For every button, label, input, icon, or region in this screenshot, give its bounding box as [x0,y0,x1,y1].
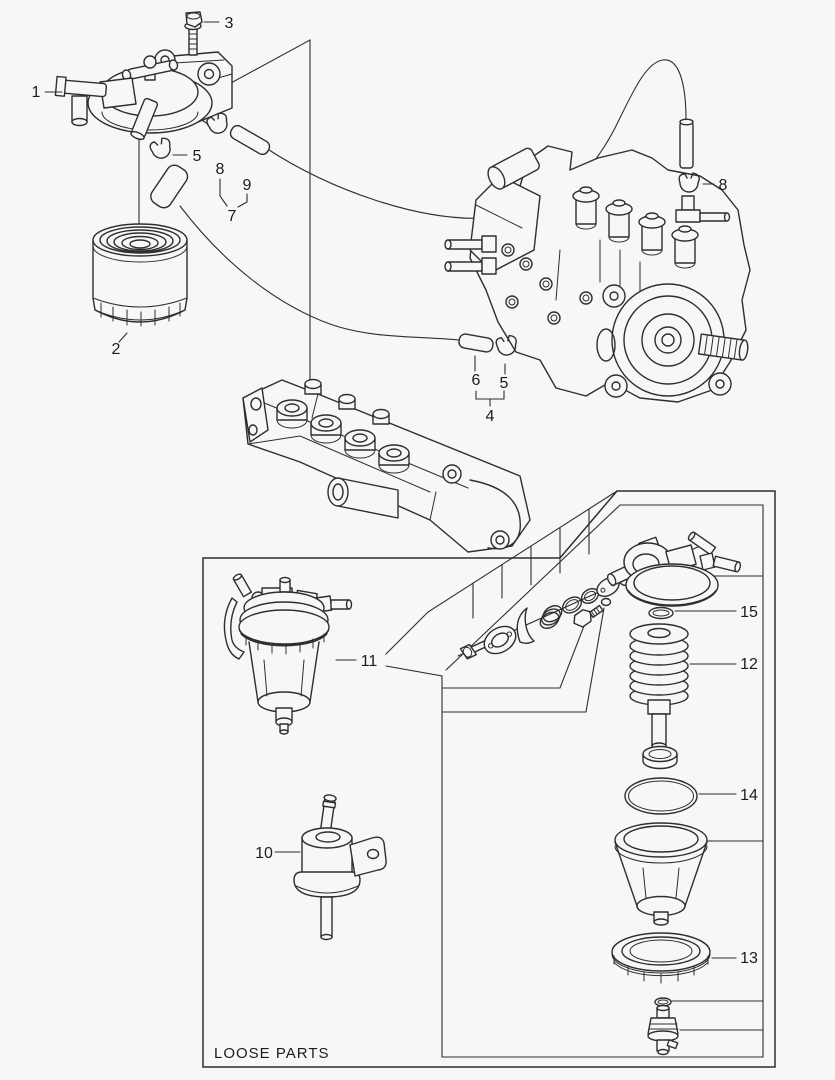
fuel-filter-head-assembly [54,49,233,141]
callout-5-lower-label: 5 [500,375,509,392]
manifold-bosses [276,399,410,474]
callout-3-label: 3 [225,15,234,32]
callout-10-label: 10 [255,845,273,862]
outlet-hose-upper [150,164,189,209]
coil-spring [539,605,563,629]
pump-flange [596,283,749,398]
hose-clamp-part8-right [678,172,700,193]
drain-valve-bolt [573,597,612,628]
inlet-fitting [54,75,137,127]
fuel-filter-cartridge-part2 [92,223,188,327]
callout-7-label: 7 [228,208,237,225]
callout-12-label: 12 [740,656,758,673]
fuel-pump-part10 [293,794,387,941]
fuel-hose-lower [179,205,460,341]
fuel-hose-part9 [229,124,271,156]
o-ring-small-a [562,596,582,614]
intake-manifold [242,378,531,553]
bolt-heads [501,243,593,325]
o-ring-part15 [648,606,674,620]
callout-13-label: 13 [740,950,758,967]
collar-ring [642,745,678,770]
injection-pump-assembly [444,145,751,403]
filter-element-part12 [629,623,689,750]
callout-2-label: 2 [112,341,121,358]
sedimenter-head-exploded [606,531,764,607]
callout-14-label: 14 [740,787,758,804]
supply-tube [679,118,694,169]
hose-clamp-part5-lower [495,334,517,356]
callout-11-label: 11 [361,653,378,670]
callout-4-label: 4 [486,408,495,425]
delivery-valve-holders [572,186,699,269]
callout-15-label: 15 [740,604,758,621]
loose-parts-label: LOOSE PARTS [214,1045,329,1062]
o-ring-part14 [624,777,698,815]
curved-washer [516,607,535,644]
drain-cock [647,1004,679,1056]
ring-nut-part13 [611,932,711,984]
mounting-bolt-part3 [184,11,203,56]
callout-5-upper-label: 5 [193,148,202,165]
callout-8-right-label: 8 [719,177,728,194]
callout-9-label: 9 [243,177,252,194]
hose-clamp-part8-upper [206,112,228,134]
hose-clamp-part5-upper [149,137,171,159]
callout-1-label: 1 [32,84,41,101]
pump-shaft [697,333,749,361]
air-vent-handle [121,55,179,81]
sediment-bowl [614,822,708,926]
sedimenter-assembly-part11 [223,573,353,735]
outlet-spigot [130,97,159,141]
gasket-plate [483,625,517,655]
exploded-view-frame [385,490,764,1058]
callouts: 1 2 3 5 8 9 7 8 6 5 4 10 11 15 12 14 13 [32,15,764,1031]
callout-6-label: 6 [472,372,481,389]
callout-8-upper-label: 8 [216,161,225,178]
fuel-hose-part6 [458,333,494,353]
